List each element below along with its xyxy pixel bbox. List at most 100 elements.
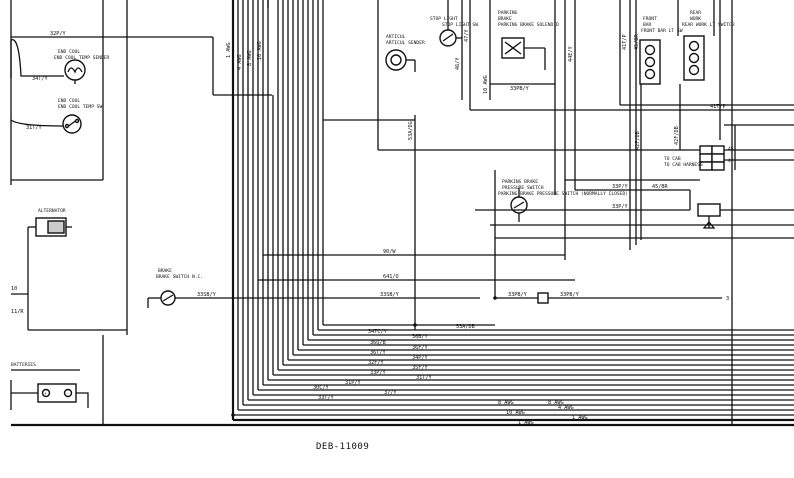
front-bar-lt-switch bbox=[639, 39, 661, 85]
rear-work-lt-switch bbox=[683, 35, 705, 81]
diagram-code: DEB-11009 bbox=[316, 442, 369, 452]
label-53a-b: 53A/DB bbox=[456, 324, 475, 330]
label-42f: 42F/DB bbox=[635, 131, 641, 150]
label-33p: 33P/Y bbox=[612, 184, 628, 190]
label-36t: 36T/Y bbox=[370, 350, 386, 356]
wire-31t-left bbox=[10, 119, 64, 127]
label-r4: 4 bbox=[728, 158, 731, 164]
label-artic: ARTICUL bbox=[386, 34, 406, 40]
cab-harness-connector bbox=[699, 145, 725, 171]
label-b8awg2: 8 AWG bbox=[548, 400, 564, 406]
label-33pb-top: 33PB/Y bbox=[510, 86, 530, 92]
label-33pb-a: 33PB/Y bbox=[508, 292, 528, 298]
label-alternator: ALTERNATOR bbox=[38, 208, 66, 214]
label-1awg-a: 1 AWG bbox=[226, 42, 232, 58]
label-47: 47/Y bbox=[464, 29, 470, 42]
alternator bbox=[35, 217, 72, 237]
label-work: WORK bbox=[690, 16, 701, 22]
label-r45: 45 bbox=[728, 146, 734, 152]
label-b10awg: 10 AWG bbox=[506, 410, 525, 416]
label-8awg-a: 8 AWG bbox=[247, 50, 253, 66]
label-pressure-switch: PARKING BRAKE PRESSURE SWITCH (NORMALLY … bbox=[498, 191, 628, 197]
label-b1awg2: 1 AWG bbox=[572, 415, 588, 421]
label-35f: 35F/Y bbox=[412, 365, 428, 371]
label-brake: BRAKE bbox=[158, 268, 172, 274]
end-cool-temp-sender bbox=[64, 59, 86, 84]
label-10: 10 bbox=[11, 286, 17, 292]
label-temp-sender-1: END COOL bbox=[58, 49, 80, 55]
label-31t-left: 31T/Y bbox=[26, 125, 42, 131]
label-31t: 31T/Y bbox=[416, 375, 432, 381]
svg-text:+: + bbox=[44, 392, 47, 397]
label-33p-b: 33P/Y bbox=[612, 204, 628, 210]
label-33p-c: 33P/Y bbox=[370, 370, 386, 376]
battery-symbol: + - bbox=[37, 383, 77, 403]
label-b8awg: 8 AWG bbox=[498, 400, 514, 406]
label-37: 37/Y bbox=[384, 390, 397, 396]
label-36f: 36F/Y bbox=[412, 345, 428, 351]
label-rear-work-lt-switch: REAR WORK LT SWITCH bbox=[682, 22, 735, 28]
label-36q: 36Q/B bbox=[370, 340, 386, 346]
label-33sb-left: 33SB/Y bbox=[197, 292, 217, 298]
label-10awg-b: 10 AWG bbox=[483, 75, 489, 94]
label-artic-sender: ARTICUL SENDER bbox=[386, 40, 425, 46]
artic-sender bbox=[385, 49, 416, 72]
label-temp-sw: END COOL TEMP SW bbox=[58, 104, 102, 110]
junction-dots bbox=[231, 296, 497, 417]
label-3: 3 bbox=[726, 296, 729, 302]
label-parking: PARKING bbox=[498, 10, 518, 16]
label-front: FRONT bbox=[643, 16, 657, 22]
label-parking-solenoid: PARKING BRAKE SOLENOID bbox=[498, 22, 559, 28]
label-front-bar-lt-sw: FRONT BAR LT SW bbox=[641, 28, 683, 34]
label-34tc: 34TC/Y bbox=[368, 329, 388, 335]
label-90w: 90/W bbox=[383, 249, 396, 255]
label-30c: 30C/Y bbox=[313, 385, 329, 391]
label-31p: 31P/Y bbox=[345, 380, 361, 386]
label-34p: 34P/Y bbox=[412, 355, 428, 361]
lower-wire-runs bbox=[103, 324, 794, 427]
label-batteries: BATTERIES bbox=[11, 362, 36, 368]
label-stop-light-sw: STOP LIGHT SW bbox=[442, 22, 478, 28]
label-b4awg: 4 AWG bbox=[558, 405, 574, 411]
label-641: 641/O bbox=[383, 274, 399, 280]
label-to-cab: TO CAB bbox=[664, 156, 681, 162]
label-53a: 53A/DG bbox=[408, 121, 414, 140]
label-32f: 32F/Y bbox=[368, 360, 384, 366]
parking-brake-solenoid bbox=[501, 37, 546, 70]
label-brake2: BRAKE bbox=[498, 16, 512, 22]
label-b1awg: 1 AWG bbox=[518, 420, 534, 426]
label-4awg-a: 4 AWG bbox=[237, 54, 243, 70]
label-stop-light: STOP LIGHT bbox=[430, 16, 458, 22]
label-33: 33T/Y bbox=[318, 395, 334, 401]
label-33pb-b: 33PB/Y bbox=[560, 292, 580, 298]
label-pressure-2: PRESSURE SWITCH bbox=[502, 185, 544, 191]
label-temp-sw-1: END COOL bbox=[58, 98, 80, 104]
wire-34t bbox=[10, 39, 64, 77]
label-41t-right: 41T/P bbox=[710, 104, 726, 110]
vertical-wire-bundle bbox=[231, 0, 324, 420]
label-33sb-mid: 33SB/Y bbox=[380, 292, 400, 298]
svg-text:-: - bbox=[66, 392, 69, 397]
label-36b: 36B/Y bbox=[412, 334, 428, 340]
label-10awg-a: 10 AWG bbox=[257, 41, 263, 60]
label-45br: 45/BR bbox=[634, 34, 640, 50]
label-bar: BAR bbox=[643, 22, 652, 28]
label-to-cab-harness: TO CAB HARNESS bbox=[664, 162, 703, 168]
label-rear: REAR bbox=[690, 10, 701, 16]
label-34t: 34T/Y bbox=[32, 76, 48, 82]
label-11r: 11/R bbox=[11, 309, 24, 315]
wire-battery-ground bbox=[76, 392, 89, 408]
label-32p: 32P/Y bbox=[50, 31, 66, 37]
label-45br-b: 45/BR bbox=[652, 184, 668, 190]
brake-switch bbox=[147, 290, 176, 308]
label-pressure-1: PARKING BRAKE bbox=[502, 179, 538, 185]
label-46: 46/Y bbox=[455, 57, 461, 70]
label-41t-top: 41T/P bbox=[622, 34, 628, 50]
label-temp-sender: END COOL TEMP SENDER bbox=[54, 55, 110, 61]
label-brake-switch: BRAKE SWITCH N.C. bbox=[156, 274, 203, 280]
end-cool-temp-switch bbox=[62, 114, 82, 134]
connector-33pb bbox=[537, 292, 549, 304]
label-44e: 44E/Y bbox=[568, 46, 574, 62]
label-42f2: 42F/DB bbox=[674, 126, 680, 145]
